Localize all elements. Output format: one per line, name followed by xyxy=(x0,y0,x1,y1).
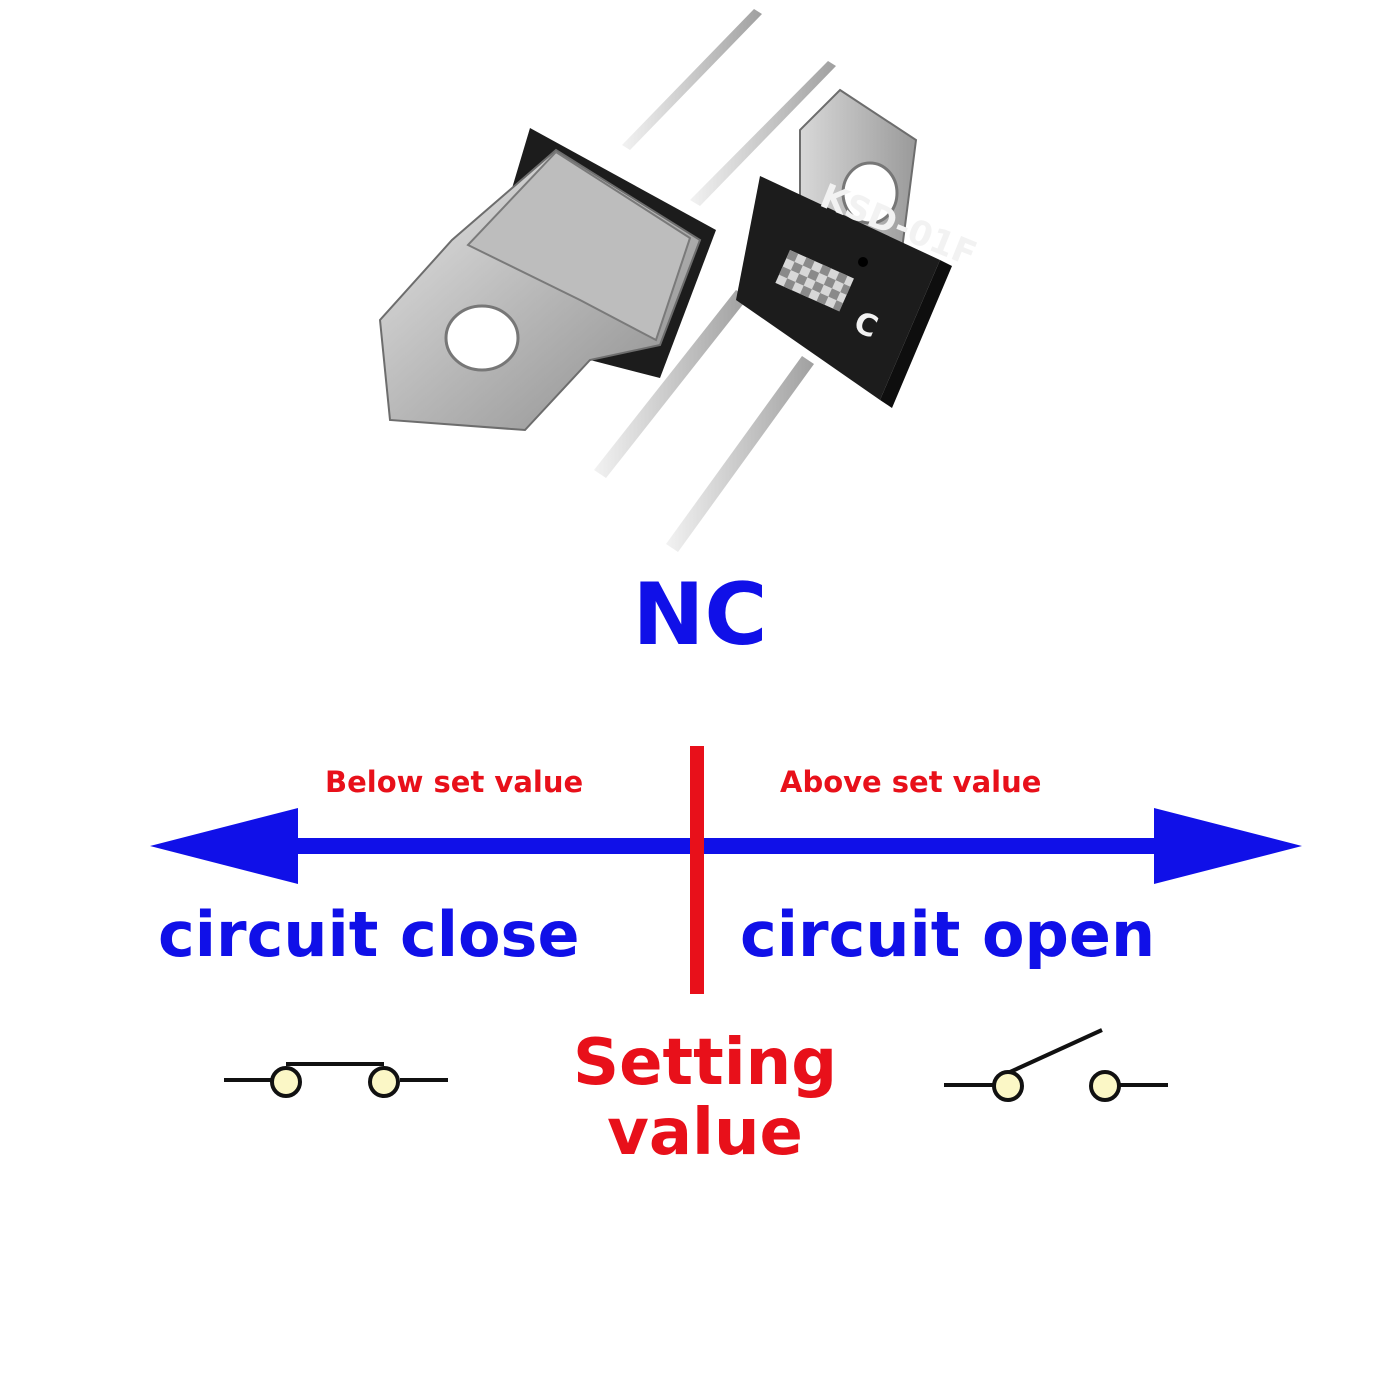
open-switch-icon xyxy=(944,1028,1168,1102)
setting-value-label: Setting value xyxy=(540,1028,870,1168)
right-arrowhead xyxy=(1154,808,1302,884)
above-set-value-caption: Above set value xyxy=(780,765,1042,799)
circuit-open-label: circuit open xyxy=(740,898,1156,971)
thermostat-product-photo: KSD-01F C xyxy=(378,9,982,552)
setting-value-line1: Setting xyxy=(573,1026,837,1100)
setting-value-divider xyxy=(690,746,704,994)
setting-value-line2: value xyxy=(607,1096,803,1170)
left-arrowhead xyxy=(150,808,298,884)
below-set-value-caption: Below set value xyxy=(325,765,584,799)
mode-title: NC xyxy=(632,565,768,665)
circuit-close-label: circuit close xyxy=(158,898,580,971)
left-thermostat xyxy=(378,9,836,432)
arrow-shaft xyxy=(290,838,1160,854)
closed-switch-icon xyxy=(224,1062,448,1098)
right-thermostat: KSD-01F C xyxy=(594,88,982,552)
